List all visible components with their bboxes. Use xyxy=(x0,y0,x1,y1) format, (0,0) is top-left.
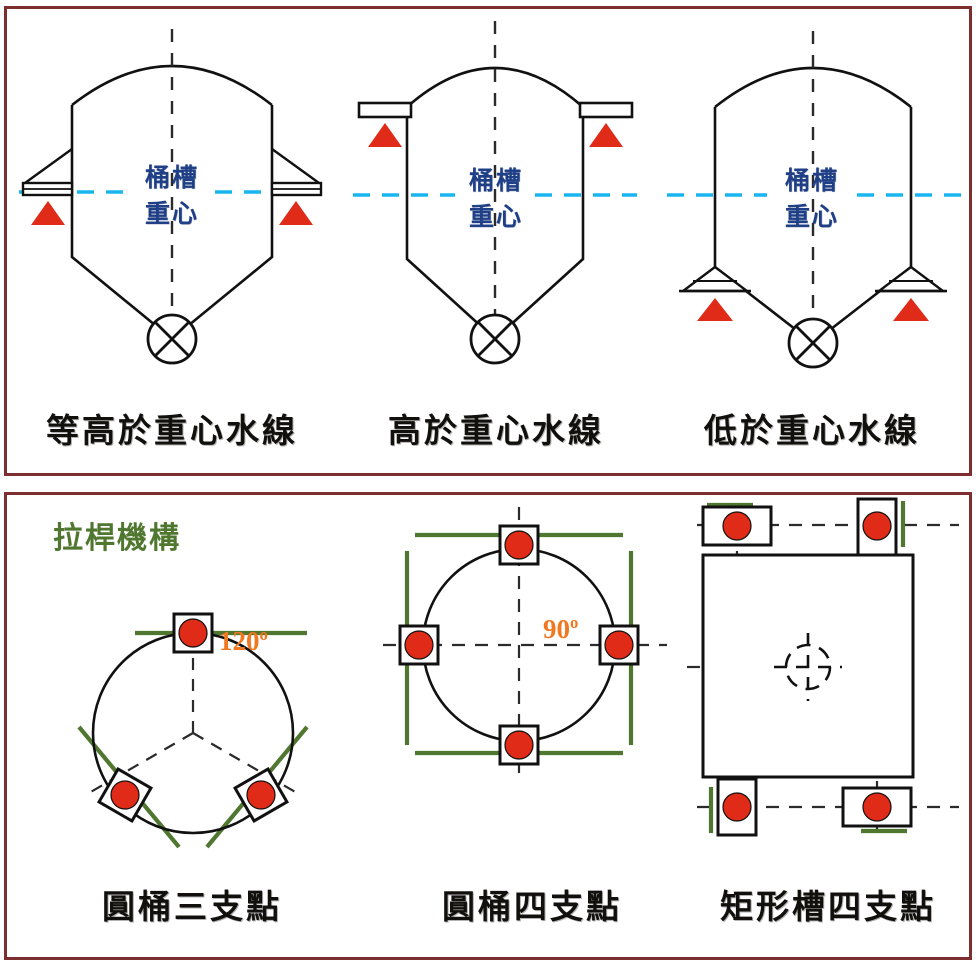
support-point-marker-icon xyxy=(722,792,752,822)
support-pad-top xyxy=(172,612,214,654)
support-pad-top-left xyxy=(701,505,773,547)
support-pad-left xyxy=(398,624,440,666)
support-pad-bottom-right xyxy=(841,786,913,828)
caption-tank-level-with-cog: 等高於重心水線 xyxy=(46,414,298,450)
angle-unit: o xyxy=(259,625,268,644)
support-point-marker-icon xyxy=(504,730,534,760)
cog-label-cell3: 桶槽 重心 xyxy=(655,164,969,237)
support-elevation-panel: 桶槽 重心 等高於重心水線 xyxy=(4,6,972,476)
left-support-marker-icon xyxy=(697,298,733,321)
right-support-marker-icon xyxy=(893,298,929,321)
support-pad-right xyxy=(598,624,640,666)
cog-label-line1: 桶槽 xyxy=(468,168,523,195)
cog-label-line2: 重心 xyxy=(468,204,523,232)
angle-unit: o xyxy=(570,613,579,632)
support-point-marker-icon xyxy=(504,530,534,560)
support-point-marker-icon xyxy=(178,618,208,648)
outlet-valve-icon xyxy=(146,313,198,365)
cog-label-line2: 重心 xyxy=(144,201,199,229)
outlet-valve-icon xyxy=(469,313,521,365)
support-point-marker-icon xyxy=(404,630,434,660)
caption-tank-below-cog: 低於重心水線 xyxy=(704,414,920,450)
tank-level-with-cog-cell: 桶槽 重心 等高於重心水線 xyxy=(7,9,337,473)
right-support-bracket xyxy=(578,101,634,119)
caption-tank-above-cog: 高於重心水線 xyxy=(388,414,604,450)
support-point-marker-icon xyxy=(862,511,892,541)
right-support-bracket xyxy=(270,148,323,197)
caption-round-tank-four-supports: 圓桶四支點 xyxy=(442,890,622,926)
left-support-bracket xyxy=(679,265,751,293)
left-support-bracket xyxy=(357,101,413,119)
tank-level-with-cog-drawing xyxy=(19,29,325,365)
rect-tank-four-supports-drawing xyxy=(687,497,959,837)
left-support-marker-icon xyxy=(31,201,65,225)
tank-above-cog-drawing xyxy=(353,21,637,365)
angle-label-90: 90o xyxy=(543,613,578,645)
support-pad-top xyxy=(498,524,540,566)
tank-below-cog-drawing xyxy=(667,31,961,369)
support-point-marker-icon xyxy=(862,792,892,822)
tank-above-cog-cell: 桶槽 重心 高於重心水線 xyxy=(337,9,655,473)
right-support-marker-icon xyxy=(279,201,313,225)
left-support-marker-icon xyxy=(368,123,402,147)
angle-label-120: 120o xyxy=(219,625,268,657)
right-support-marker-icon xyxy=(589,123,623,147)
caption-rect-tank-four-supports: 矩形槽四支點 xyxy=(720,890,936,926)
left-support-bracket xyxy=(21,148,74,197)
caption-round-tank-three-supports: 圓桶三支點 xyxy=(102,890,282,926)
cog-label-line2: 重心 xyxy=(784,204,839,232)
right-support-bracket xyxy=(875,265,947,293)
support-pad-top-right xyxy=(856,497,898,557)
cog-label-cell1: 桶槽 重心 xyxy=(7,161,337,234)
support-pad-bottom-left xyxy=(716,777,758,837)
support-point-marker-icon xyxy=(110,780,140,810)
cog-label-line1: 桶槽 xyxy=(784,168,839,195)
centre-of-gravity-marker-icon xyxy=(774,633,842,701)
tank-dome-top xyxy=(406,66,584,108)
support-plan-panel: 拉桿機構 120o 圓桶三支點 xyxy=(4,492,972,960)
round-tank-three-supports-cell: 拉桿機構 120o 圓桶三支點 xyxy=(7,495,377,957)
outlet-valve-icon xyxy=(787,317,839,369)
cog-label-cell2: 桶槽 重心 xyxy=(337,164,655,237)
support-point-marker-icon xyxy=(246,780,276,810)
angle-value: 120 xyxy=(219,626,260,656)
angle-value: 90 xyxy=(543,614,570,644)
rect-tank-four-supports-cell: 矩形槽四支點 xyxy=(687,495,969,957)
tank-below-cog-cell: 桶槽 重心 低於重心水線 xyxy=(655,9,969,473)
support-point-marker-icon xyxy=(604,630,634,660)
support-point-marker-icon xyxy=(722,511,752,541)
support-pad-bottom xyxy=(498,724,540,766)
round-tank-four-supports-cell: 90o 圓桶四支點 xyxy=(377,495,687,957)
round-tank-three-supports-drawing xyxy=(77,612,309,849)
rod-mechanism-members xyxy=(707,501,907,834)
cog-label-line1: 桶槽 xyxy=(144,165,199,192)
round-tank-four-supports-drawing xyxy=(383,507,667,783)
rod-mechanism-label: 拉桿機構 xyxy=(53,522,181,555)
